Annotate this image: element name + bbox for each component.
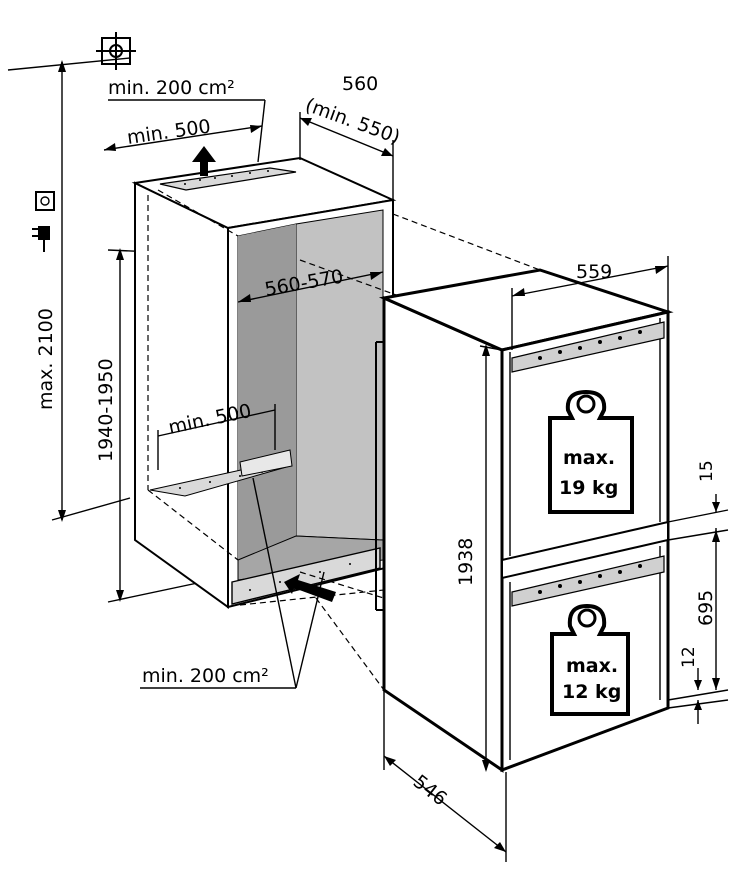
vent-slot-bottom-inner <box>149 449 293 497</box>
control-panel-upper <box>511 321 665 373</box>
appliance-width-label: 559 <box>576 261 612 283</box>
gap-top-label: 15 <box>697 460 717 482</box>
weight-lower-line2: 12 kg <box>562 681 621 703</box>
appliance-height-dimension <box>479 344 503 772</box>
niche-depth-dimension <box>299 112 394 200</box>
gap-bottom-label: 12 <box>679 646 699 668</box>
arrow-diagonal-icon <box>284 574 336 602</box>
arrow-up-icon <box>192 146 216 176</box>
niche-depth-min-label: (min. 550) <box>302 94 403 149</box>
vent-top-area-label: min. 200 cm² <box>108 77 235 99</box>
control-panel-lower <box>511 555 665 607</box>
appliance-height-label: 1938 <box>455 538 477 586</box>
ceiling-line <box>7 57 131 71</box>
niche-width-dimension <box>237 271 384 303</box>
weight-icon <box>550 603 630 716</box>
vent-slot-bottom-front <box>231 547 381 605</box>
power-plug-icon <box>32 226 50 252</box>
appliance-width-dimension <box>511 256 669 350</box>
projection-lines <box>239 213 541 691</box>
weight-upper-line2: 19 kg <box>559 477 618 499</box>
weight-upper-line1: max. <box>563 447 615 469</box>
max-height-dimension <box>51 60 131 522</box>
vent-bottom-area-label: min. 200 cm² <box>142 665 269 687</box>
appliance-depth-dimension <box>383 690 507 862</box>
weight-lower-line1: max. <box>566 655 618 677</box>
ground-symbol-icon <box>96 32 136 70</box>
niche-cabinet <box>131 156 397 609</box>
power-socket-icon <box>35 191 55 211</box>
max-height-label: max. 2100 <box>35 308 57 410</box>
vent-bottom-width-dimension <box>157 404 276 470</box>
vent-slot-top <box>159 167 297 191</box>
weight-icon <box>548 389 634 514</box>
right-dimensions <box>667 494 729 724</box>
vent-top-width-dimension <box>103 125 263 151</box>
niche-depth-label: 560 <box>342 73 378 95</box>
vent-top-width-label: min. 500 <box>126 115 212 149</box>
lower-height-label: 695 <box>695 590 717 626</box>
niche-height-label: 1940-1950 <box>95 358 117 462</box>
